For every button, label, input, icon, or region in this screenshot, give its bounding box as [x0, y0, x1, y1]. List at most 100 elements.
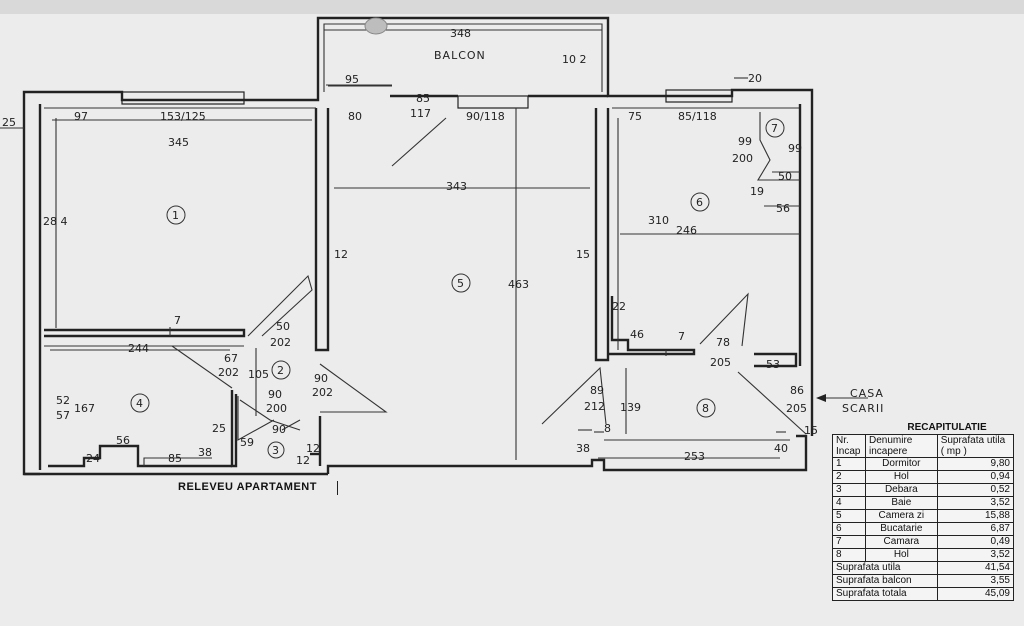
dim-r5-80: 80 — [348, 110, 362, 123]
dim-r4-57: 57 — [56, 409, 70, 422]
dim-r6-door-h: 205 — [710, 356, 731, 369]
dim-r4-167: 167 — [74, 402, 95, 415]
dim-r4-38: 38 — [198, 446, 212, 459]
outer-walls — [22, 88, 814, 476]
interior-walls — [44, 104, 802, 468]
window-room-1 — [121, 91, 245, 105]
dim-r4-85: 85 — [168, 452, 182, 465]
recap-name: Dormitor — [865, 457, 938, 471]
dim-r6-46: 46 — [630, 328, 644, 341]
dim-balcony-left: 95 — [345, 73, 359, 86]
recap-name: Debara — [865, 483, 938, 497]
dim-r7-door-h: 200 — [732, 152, 753, 165]
dim-entry-door-h: 205 — [786, 402, 807, 415]
recap-area: 3,52 — [936, 548, 1015, 562]
recap-name: Camara — [865, 535, 938, 549]
dim-r3-door2-h: 202 — [312, 386, 333, 399]
dim-r4-24: 24 — [86, 452, 100, 465]
dim-r8-38: 38 — [576, 442, 590, 455]
recap-total-value: 45,09 — [936, 587, 1015, 601]
recap-area: 15,88 — [936, 509, 1015, 523]
recap-nr: 2 — [832, 470, 866, 484]
dim-r4-25: 25 — [212, 422, 226, 435]
dim-r6-56: 56 — [776, 202, 790, 215]
room-number-4: 4 — [136, 397, 143, 410]
title-divider — [337, 481, 338, 495]
room-number-6: 6 — [696, 196, 703, 209]
table-row: 2 Hol 0,94 — [832, 470, 1015, 484]
recap-header-nr: Nr. Incap — [832, 434, 866, 458]
dim-r4-56: 56 — [116, 434, 130, 447]
room-marker-7 — [765, 118, 785, 138]
room-number-7: 7 — [771, 122, 778, 135]
dim-balcony-depth: 10 2 — [562, 53, 587, 66]
recap-nr: 3 — [832, 483, 866, 497]
dim-r7-50: 50 — [778, 170, 792, 183]
room-number-3: 3 — [272, 444, 279, 457]
dim-r8-253: 253 — [684, 450, 705, 463]
dim-r3-59: 59 — [240, 436, 254, 449]
dim-r5-12: 12 — [334, 248, 348, 261]
room-marker-3 — [267, 441, 285, 459]
pin-mark — [364, 17, 388, 35]
room-marker-5 — [451, 273, 471, 293]
dim-r3-12b: 12 — [296, 454, 310, 467]
dim-r7-19: 19 — [750, 185, 764, 198]
balcony — [316, 16, 610, 92]
stair-label-2: SCARII — [842, 402, 884, 415]
dim-balcony-width: 348 — [450, 27, 471, 40]
dim-outer-left: 25 — [2, 116, 16, 129]
recap-nr: 7 — [832, 535, 866, 549]
recap-name: Hol — [865, 470, 938, 484]
dim-r8-139: 139 — [620, 401, 641, 414]
dim-r2-105: 105 — [248, 368, 269, 381]
table-row: 7 Camara 0,49 — [832, 535, 1015, 549]
recap-total-label: Suprafata balcon — [832, 574, 938, 588]
recap-total-value: 41,54 — [936, 561, 1015, 575]
dim-r2-door-w: 50 — [276, 320, 290, 333]
balcony-label: BALCON — [434, 49, 486, 62]
recap-name: Bucatarie — [865, 522, 938, 536]
dimension-lines — [0, 77, 800, 459]
recap-title: RECAPITULATIE — [907, 422, 987, 433]
recap-nr: 8 — [832, 548, 866, 562]
recap-header-area: Suprafata utila ( mp ) — [936, 434, 1015, 458]
dim-r8-8: 8 — [604, 422, 611, 435]
dim-r1-width: 345 — [168, 136, 189, 149]
entry-arrow — [816, 394, 868, 402]
dim-r7-99: 99 — [788, 142, 802, 155]
dim-r3-door-h: 200 — [266, 402, 287, 415]
stair-label-1: CASA — [850, 387, 884, 400]
dim-r6-53: 53 — [766, 358, 780, 371]
window-room-6 — [665, 89, 733, 103]
recap-header-row: Nr. Incap Denumire incapere Suprafata ut… — [832, 434, 1015, 458]
room-marker-8 — [696, 398, 716, 418]
table-row: 5 Camera zi 15,88 — [832, 509, 1015, 523]
dim-r3-door2-w: 90 — [314, 372, 328, 385]
recap-header-name: Denumire incapere — [865, 434, 938, 458]
dim-r4-width: 244 — [128, 342, 149, 355]
dim-r6-window: 85/118 — [678, 110, 717, 123]
table-row: 1 Dormitor 9,80 — [832, 457, 1015, 471]
dimension-texts: 348 10 2 95 25 20 97 153/125 345 28 4 80… — [2, 27, 818, 467]
dim-r5-width: 343 — [446, 180, 467, 193]
table-row: 6 Bucatarie 6,87 — [832, 522, 1015, 536]
dim-r7-door-w: 99 — [738, 135, 752, 148]
window-room-5 — [457, 95, 529, 109]
recap-total-value: 3,55 — [936, 574, 1015, 588]
recap-nr: 6 — [832, 522, 866, 536]
recap-total-row: Suprafata utila 41,54 — [832, 561, 1015, 575]
dim-r1-height: 28 4 — [43, 215, 68, 228]
dim-r5-door: 85 — [416, 92, 430, 105]
dim-entry-door-w: 86 — [790, 384, 804, 397]
dim-r6-246: 246 — [676, 224, 697, 237]
room-number-2: 2 — [277, 364, 284, 377]
dim-r2-door-h: 202 — [270, 336, 291, 349]
recap-area: 0,49 — [936, 535, 1015, 549]
dim-r1-97: 97 — [74, 110, 88, 123]
dim-r5-window: 90/118 — [466, 110, 505, 123]
room-markers: 1 2 3 4 5 6 7 8 — [130, 118, 785, 459]
dim-outer-right: 20 — [748, 72, 762, 85]
recap-total-label: Suprafata utila — [832, 561, 938, 575]
recap-area: 6,87 — [936, 522, 1015, 536]
